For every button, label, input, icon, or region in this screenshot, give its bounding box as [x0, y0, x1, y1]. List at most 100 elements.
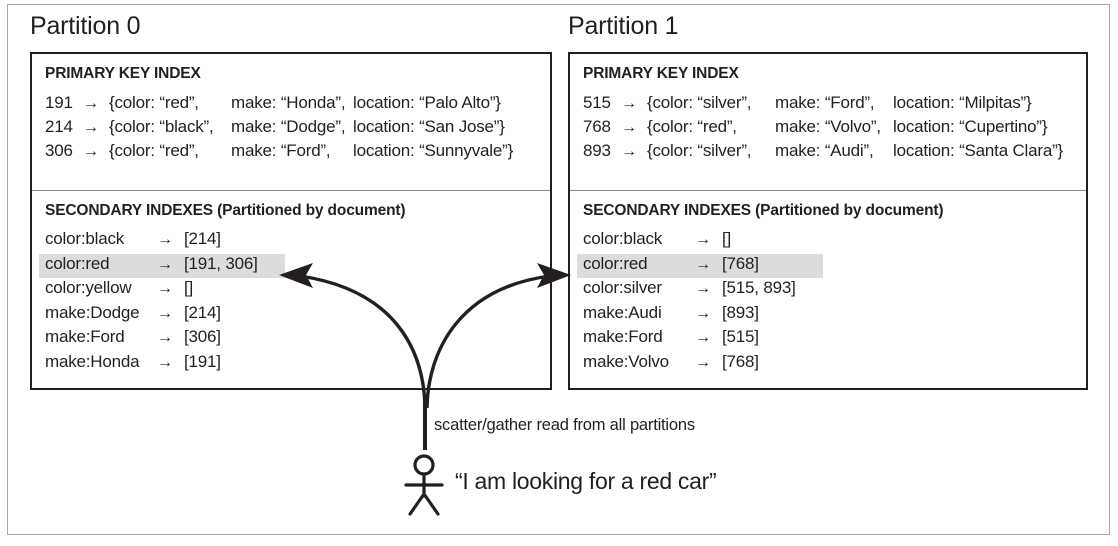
maps-to-arrow-icon: → [695, 329, 711, 346]
color-value: “red”, [697, 117, 737, 136]
maps-to-arrow-icon: → [695, 280, 711, 297]
document-make-field: make: “Ford”, [775, 93, 893, 113]
color-key: {color: [647, 93, 693, 112]
document-make-field: make: “Dodge”, [231, 117, 353, 137]
document-make-field: make: “Audi”, [775, 141, 893, 161]
secondary-index-row-highlighted: color:red → [768] [577, 253, 823, 278]
secondary-index-row-list: color:black → [214] color:red → [191, 30… [39, 229, 544, 376]
maps-to-arrow-icon: → [83, 143, 99, 160]
make-key: make: [231, 117, 277, 136]
index-key: color:black [45, 229, 125, 248]
secondary-index-row: make:Audi → [893] [577, 303, 823, 328]
partition-0-title: Partition 0 [30, 12, 141, 40]
primary-key-row: 191 → {color: “red”, make: “Honda”, loca… [45, 93, 544, 117]
primary-key-row-list: 515 → {color: “silver”, make: “Ford”, lo… [583, 93, 1080, 165]
scatter-gather-label: scatter/gather read from all partitions [434, 416, 695, 434]
partition-1-box: PRIMARY KEY INDEX 515 → {color: “silver”… [568, 52, 1088, 390]
location-key: location: [353, 141, 415, 160]
secondary-index-row: make:Honda → [191] [39, 352, 285, 377]
maps-to-arrow-icon: → [695, 353, 711, 371]
make-value: “Ford”, [824, 93, 875, 112]
index-key: make:Volvo [583, 351, 669, 371]
index-key: make:Audi [583, 302, 662, 322]
location-key: location: [353, 93, 415, 112]
maps-to-arrow-icon: → [157, 280, 173, 297]
document-location-field: location: “Milpitas”} [893, 93, 1032, 113]
maps-to-arrow-icon: → [695, 304, 711, 322]
document-id: 768 [583, 117, 611, 136]
maps-to-arrow-icon: → [621, 119, 637, 136]
secondary-index-row: make:Volvo → [768] [577, 352, 823, 377]
color-key: {color: [109, 93, 155, 112]
location-value: “Palo Alto”} [419, 93, 501, 112]
document-id: 515 [583, 93, 611, 112]
document-location-field: location: “San Jose”} [353, 117, 505, 137]
color-value: “red”, [159, 93, 199, 112]
maps-to-arrow-icon: → [83, 119, 99, 136]
index-posting-list: [515, 893] [722, 278, 796, 297]
maps-to-arrow-icon: → [621, 95, 637, 112]
make-value: “Volvo”, [824, 117, 881, 136]
index-posting-list: [768] [722, 253, 759, 273]
document-color-field: {color: “silver”, [647, 93, 775, 113]
secondary-indexes-heading: SECONDARY INDEXES (Partitioned by docume… [583, 202, 944, 219]
index-key: make:Ford [583, 327, 663, 346]
primary-key-row: 214 → {color: “black”, make: “Dodge”, lo… [45, 117, 544, 141]
index-key: color:red [583, 253, 648, 273]
document-id: 191 [45, 93, 73, 112]
maps-to-arrow-icon: → [83, 95, 99, 112]
index-key: color:black [583, 229, 663, 248]
document-location-field: location: “Sunnyvale”} [353, 141, 513, 161]
primary-key-row: 515 → {color: “silver”, make: “Ford”, lo… [583, 93, 1080, 117]
primary-key-row-list: 191 → {color: “red”, make: “Honda”, loca… [45, 93, 544, 165]
maps-to-arrow-icon: → [157, 255, 173, 273]
secondary-index-row-list: color:black → [] color:red → [768] color… [577, 229, 1080, 376]
secondary-index-row: color:black → [] [577, 229, 823, 254]
location-key: location: [353, 117, 415, 136]
color-key: {color: [109, 141, 155, 160]
secondary-index-row: color:silver → [515, 893] [577, 278, 823, 303]
primary-key-index-heading: PRIMARY KEY INDEX [583, 65, 739, 82]
secondary-index-row: make:Ford → [515] [577, 327, 823, 352]
location-key: location: [893, 93, 955, 112]
color-key: {color: [109, 117, 155, 136]
index-key: color:yellow [45, 278, 132, 297]
make-key: make: [231, 141, 277, 160]
make-value: “Audi”, [824, 141, 874, 160]
user-query-quote: “I am looking for a red car” [455, 468, 717, 494]
location-key: location: [893, 141, 955, 160]
color-key: {color: [647, 141, 693, 160]
partition-1-title: Partition 1 [568, 12, 679, 40]
secondary-index-row: make:Ford → [306] [39, 327, 285, 352]
index-posting-list: [214] [184, 229, 221, 248]
partition-0-secondary-indexes: SECONDARY INDEXES (Partitioned by docume… [32, 190, 550, 388]
primary-key-row: 768 → {color: “red”, make: “Volvo”, loca… [583, 117, 1080, 141]
index-key: make:Ford [45, 327, 125, 346]
color-value: “silver”, [697, 93, 752, 112]
index-posting-list: [] [184, 278, 194, 297]
document-id: 893 [583, 141, 611, 160]
document-location-field: location: “Santa Clara”} [893, 141, 1063, 161]
color-value: “black”, [159, 117, 214, 136]
location-value: “Cupertino”} [959, 117, 1048, 136]
secondary-index-row-highlighted: color:red → [191, 306] [39, 253, 285, 278]
maps-to-arrow-icon: → [621, 143, 637, 160]
index-key: make:Dodge [45, 302, 140, 322]
document-make-field: make: “Volvo”, [775, 117, 893, 137]
partition-0-box: PRIMARY KEY INDEX 191 → {color: “red”, m… [30, 52, 552, 390]
make-key: make: [775, 117, 821, 136]
color-value: “red”, [159, 141, 199, 160]
location-value: “Milpitas”} [959, 93, 1032, 112]
secondary-indexes-heading: SECONDARY INDEXES (Partitioned by docume… [45, 202, 406, 219]
partition-0-primary-key-index: PRIMARY KEY INDEX 191 → {color: “red”, m… [32, 54, 550, 190]
document-make-field: make: “Honda”, [231, 93, 353, 113]
maps-to-arrow-icon: → [157, 353, 173, 371]
document-color-field: {color: “silver”, [647, 141, 775, 161]
make-value: “Ford”, [280, 141, 331, 160]
index-posting-list: [768] [722, 351, 759, 371]
document-location-field: location: “Cupertino”} [893, 117, 1048, 137]
document-id: 214 [45, 117, 73, 136]
make-value: “Dodge”, [280, 117, 346, 136]
primary-key-index-heading: PRIMARY KEY INDEX [45, 65, 201, 82]
